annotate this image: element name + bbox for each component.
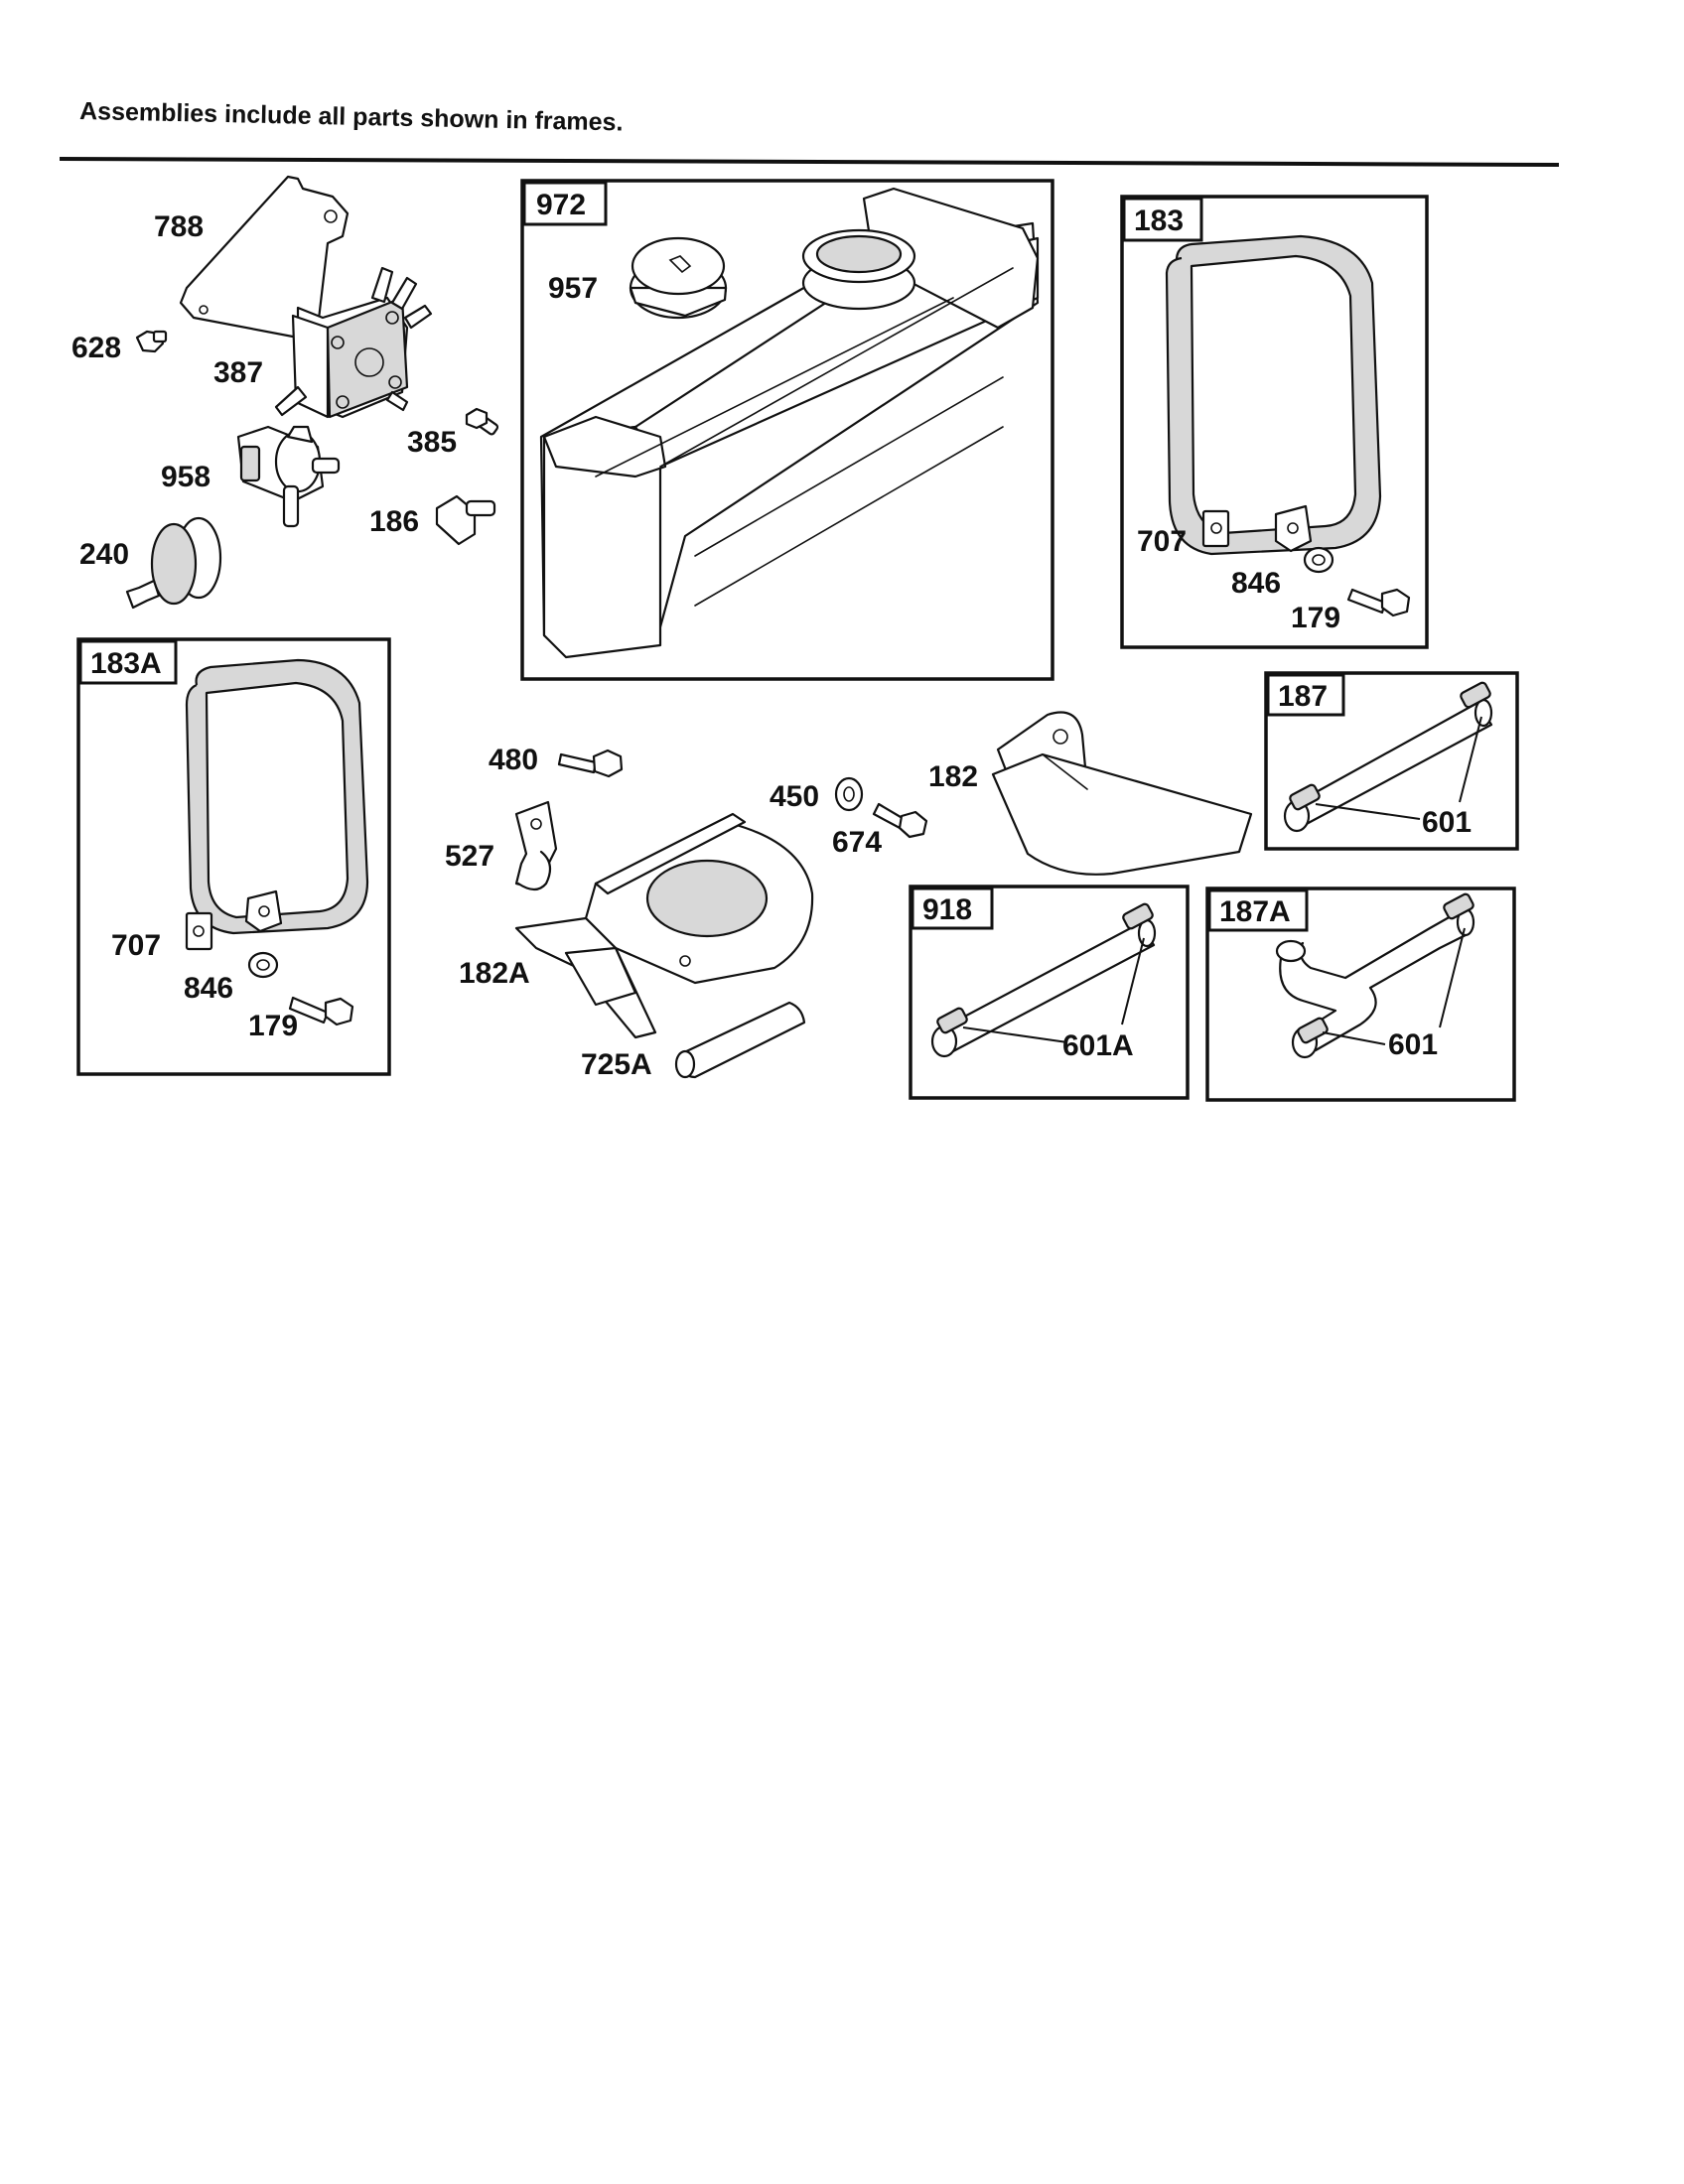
frame-187-label-box — [1266, 673, 1345, 717]
callout-480: 480 — [489, 744, 538, 776]
part-527-clip — [514, 800, 558, 891]
frame-187A-label: 187A — [1219, 895, 1291, 928]
callout-179-a: 179 — [1291, 602, 1340, 634]
part-846-washer-b — [247, 951, 279, 979]
callout-725A: 725A — [581, 1048, 652, 1081]
callout-957: 957 — [548, 272, 598, 305]
frame-187-label: 187 — [1278, 680, 1328, 713]
callout-601-a: 601 — [1422, 806, 1472, 839]
callout-387: 387 — [213, 356, 263, 389]
part-958-fuel-valve — [236, 425, 341, 528]
diagram-heading: Assemblies include all parts shown in fr… — [79, 97, 624, 136]
frame-187 — [1264, 671, 1519, 851]
callout-788: 788 — [154, 210, 204, 243]
callout-601A: 601A — [1062, 1029, 1134, 1062]
callout-674: 674 — [832, 826, 882, 859]
callout-601-b: 601 — [1388, 1028, 1438, 1061]
callout-182: 182 — [928, 760, 978, 793]
part-387-fuel-pump — [274, 266, 433, 419]
part-183-fuel-tank-strap — [1165, 234, 1382, 556]
callout-240: 240 — [79, 538, 129, 571]
part-957-fuel-cap — [629, 236, 728, 320]
part-725A-fuel-line — [674, 1001, 806, 1079]
callout-186: 186 — [369, 505, 419, 538]
part-480-screw — [557, 749, 624, 778]
callout-958: 958 — [161, 461, 210, 493]
frame-183A-label-box — [78, 639, 178, 685]
leader-601-b-upper — [1439, 927, 1466, 1028]
part-187A-fuel-line — [1275, 892, 1475, 1059]
part-182A-tank-bracket — [514, 812, 814, 1039]
callout-707-b: 707 — [111, 929, 161, 962]
frame-183A — [76, 637, 391, 1076]
frame-918 — [909, 885, 1190, 1100]
part-788-bracket — [179, 175, 350, 340]
leader-601A-upper — [1121, 937, 1145, 1025]
part-918-fuel-line — [930, 902, 1157, 1058]
part-628-screw — [135, 330, 168, 353]
frame-187A-label-box — [1207, 888, 1309, 932]
frame-972 — [520, 179, 1054, 681]
part-183A-fuel-tank-strap — [185, 658, 369, 935]
frame-183A-label: 183A — [90, 647, 162, 680]
part-240-fuel-filter — [125, 516, 222, 610]
part-179-bolt-a — [1346, 588, 1411, 617]
frame-918-label-box — [911, 887, 994, 930]
frame-183-label-box — [1122, 197, 1203, 242]
part-450-washer — [834, 776, 864, 812]
callout-450: 450 — [770, 780, 819, 813]
leader-601-b-lower — [1322, 1031, 1386, 1045]
callout-846-a: 846 — [1231, 567, 1281, 600]
leader-601A-lower — [962, 1026, 1068, 1043]
callout-707-a: 707 — [1137, 525, 1187, 558]
callout-179-b: 179 — [248, 1010, 298, 1042]
part-972-fuel-tank — [539, 187, 1040, 659]
frame-183-label: 183 — [1134, 205, 1184, 237]
part-707-nut-a — [1201, 509, 1230, 548]
part-179-bolt-b — [288, 996, 354, 1026]
part-707-nut-b — [185, 911, 213, 951]
frame-183 — [1120, 195, 1429, 649]
part-674-screw — [872, 802, 928, 839]
frame-972-label: 972 — [536, 189, 586, 221]
part-186-elbow — [435, 494, 496, 546]
callout-628: 628 — [71, 332, 121, 364]
heading-rule — [59, 157, 1560, 167]
part-846-washer-a — [1303, 546, 1334, 574]
part-385-screw — [465, 407, 499, 436]
leader-601-a-lower — [1315, 803, 1421, 820]
callout-527: 527 — [445, 840, 494, 873]
frame-972-label-box — [522, 181, 608, 226]
frame-187A — [1205, 887, 1516, 1102]
callout-385: 385 — [407, 426, 457, 459]
leader-601-a-upper — [1459, 716, 1482, 803]
part-187-fuel-line — [1283, 681, 1493, 833]
part-182-tank-bracket — [991, 711, 1253, 876]
callout-182A: 182A — [459, 957, 530, 990]
callout-846-b: 846 — [184, 972, 233, 1005]
frame-918-label: 918 — [922, 893, 972, 926]
